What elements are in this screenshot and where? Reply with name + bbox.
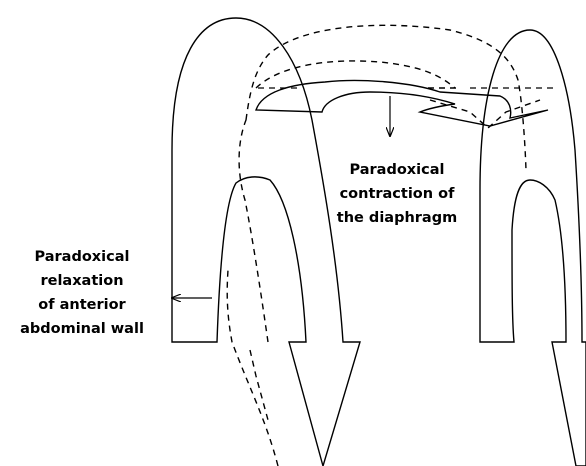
diaphragm-label-line-1: Paradoxical [322, 158, 472, 182]
abdominal-label-line-1: Paradoxical [2, 245, 162, 269]
diaphragm-contraction-label: Paradoxical contraction of the diaphragm [322, 158, 472, 230]
abdominal-label-line-2: relaxation [2, 269, 162, 293]
abdominal-wall-relaxation-label: Paradoxical relaxation of anterior abdom… [2, 245, 162, 341]
diaphragm-label-line-3: the diaphragm [322, 206, 472, 230]
abdomen-outline-left [172, 18, 360, 466]
dashed-diaphragm-arch [256, 61, 460, 88]
diaphragm-shape [256, 80, 548, 126]
abdominal-label-line-3: of anterior [2, 293, 162, 317]
abdominal-label-line-4: abdominal wall [2, 317, 162, 341]
dashed-arrow-contour [250, 100, 540, 420]
diaphragm-label-line-2: contraction of [322, 182, 472, 206]
